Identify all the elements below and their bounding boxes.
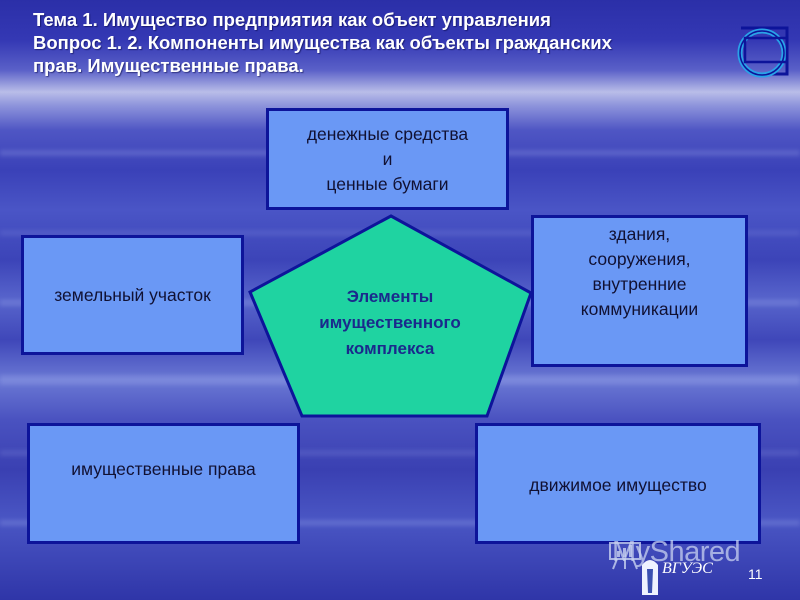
presentation-icon bbox=[609, 542, 641, 570]
box-property-rights: имущественные права bbox=[27, 423, 300, 544]
box-movable-property: движимое имущество bbox=[475, 423, 761, 544]
box-money-securities-label: денежные средства и ценные бумаги bbox=[306, 123, 469, 194]
title-line-1: Тема 1. Имущество предприятия как объект… bbox=[33, 9, 551, 30]
slide-title: Тема 1. Имущество предприятия как объект… bbox=[33, 8, 753, 77]
university-logo-icon bbox=[737, 26, 789, 78]
watermark: MyShared bbox=[612, 536, 741, 568]
box-movable-property-label: движимое имущество bbox=[529, 475, 707, 495]
box-land-plot: земельный участок bbox=[21, 235, 244, 355]
box-land-plot-label: земельный участок bbox=[54, 284, 211, 305]
page-number: 11 bbox=[748, 566, 763, 582]
box-property-rights-label: имущественные права bbox=[71, 459, 256, 479]
pentagon-shape bbox=[248, 214, 533, 418]
center-label: Элементы имущественного комплекса bbox=[270, 284, 510, 362]
footer-logo-text: ВГУЭС bbox=[662, 560, 713, 577]
box-money-securities: денежные средства и ценные бумаги bbox=[266, 108, 509, 210]
title-line-3: прав. Имущественные права. bbox=[33, 55, 304, 76]
center-label-text: Элементы имущественного комплекса bbox=[319, 287, 461, 358]
title-line-2: Вопрос 1. 2. Компоненты имущества как об… bbox=[33, 32, 612, 53]
box-buildings: здания, сооружения, внутренние коммуника… bbox=[531, 215, 748, 367]
vguz-statue-icon bbox=[642, 560, 658, 595]
box-buildings-label: здания, сооружения, внутренние коммуника… bbox=[580, 224, 699, 319]
